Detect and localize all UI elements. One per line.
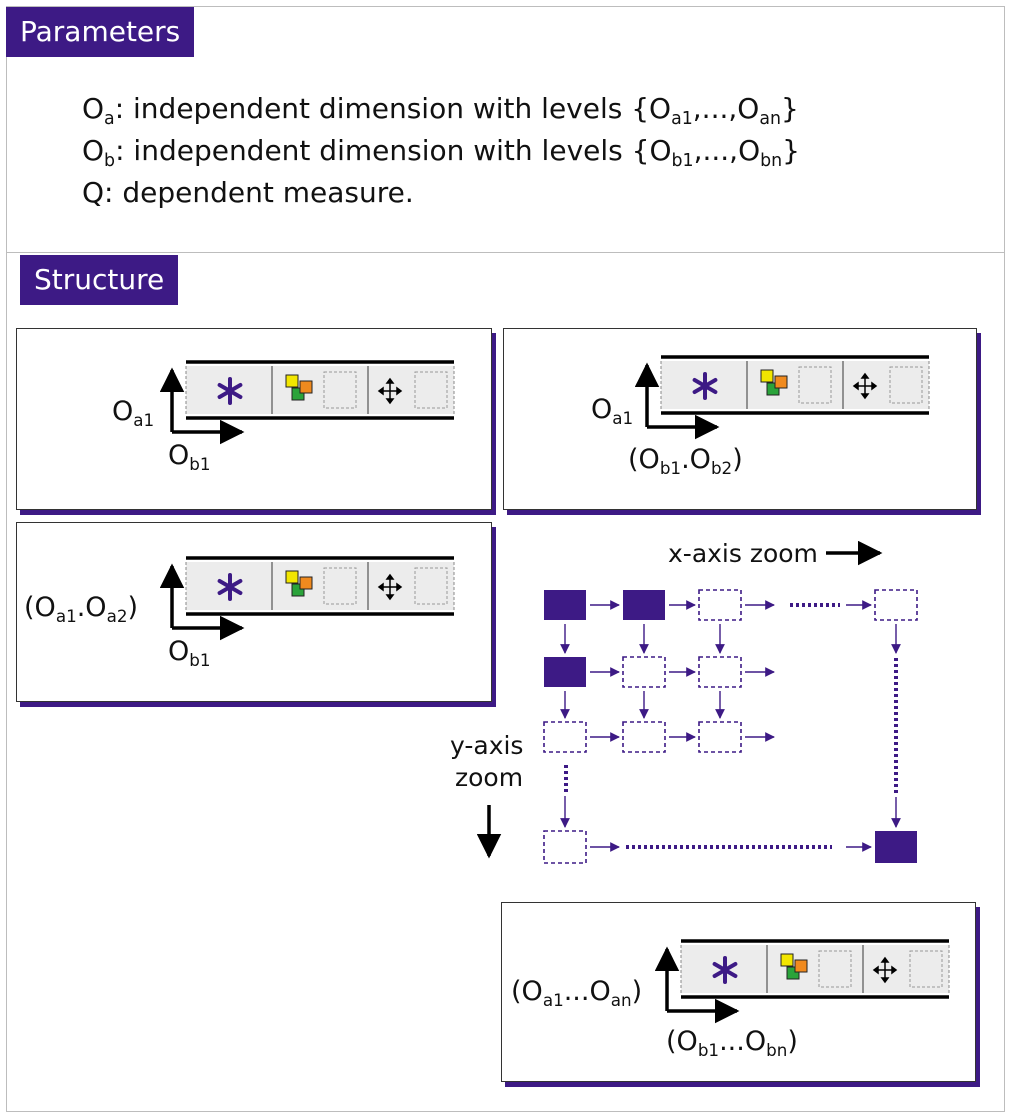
parameter-ob: Ob: independent dimension with levels {O… xyxy=(82,134,800,172)
panel-4-y-label: (Oa1...Oan) xyxy=(511,976,643,1010)
parameters-list: Oa: independent dimension with levels {O… xyxy=(82,88,800,214)
x-axis-zoom-label: x-axis zoom xyxy=(668,539,818,568)
chart-panel-3 xyxy=(16,522,492,702)
parameter-q: Q: dependent measure. xyxy=(82,176,414,209)
zoom-cell-filled xyxy=(623,590,665,620)
chart-strip-3 xyxy=(184,556,456,616)
zoom-cell-filled xyxy=(875,831,917,863)
structure-section xyxy=(6,252,1005,1112)
panel-2-y-label: Oa1 xyxy=(591,394,634,428)
zoom-cell-filled xyxy=(544,657,586,687)
chart-strip-1 xyxy=(184,360,456,420)
panel-1-x-label: Ob1 xyxy=(168,440,211,474)
panel-2-x-label: (Ob1.Ob2) xyxy=(628,444,743,478)
zoom-cell-filled xyxy=(544,590,586,620)
y-axis-zoom-label-line2: zoom xyxy=(455,763,524,792)
chart-strip-2 xyxy=(659,355,931,415)
panel-3-y-label: (Oa1.Oa2) xyxy=(24,592,139,626)
panel-1-y-label: Oa1 xyxy=(112,396,155,430)
panel-4-x-label: (Ob1...Obn) xyxy=(666,1026,798,1060)
panel-3-x-label: Ob1 xyxy=(168,636,211,670)
structure-tab: Structure xyxy=(20,255,179,305)
parameters-tab: Parameters xyxy=(6,7,195,57)
chart-strip-4 xyxy=(679,939,951,999)
y-axis-zoom-label-line1: y-axis xyxy=(450,731,524,760)
zoom-grid xyxy=(476,540,918,864)
parameter-oa: Oa: independent dimension with levels {O… xyxy=(82,92,799,130)
